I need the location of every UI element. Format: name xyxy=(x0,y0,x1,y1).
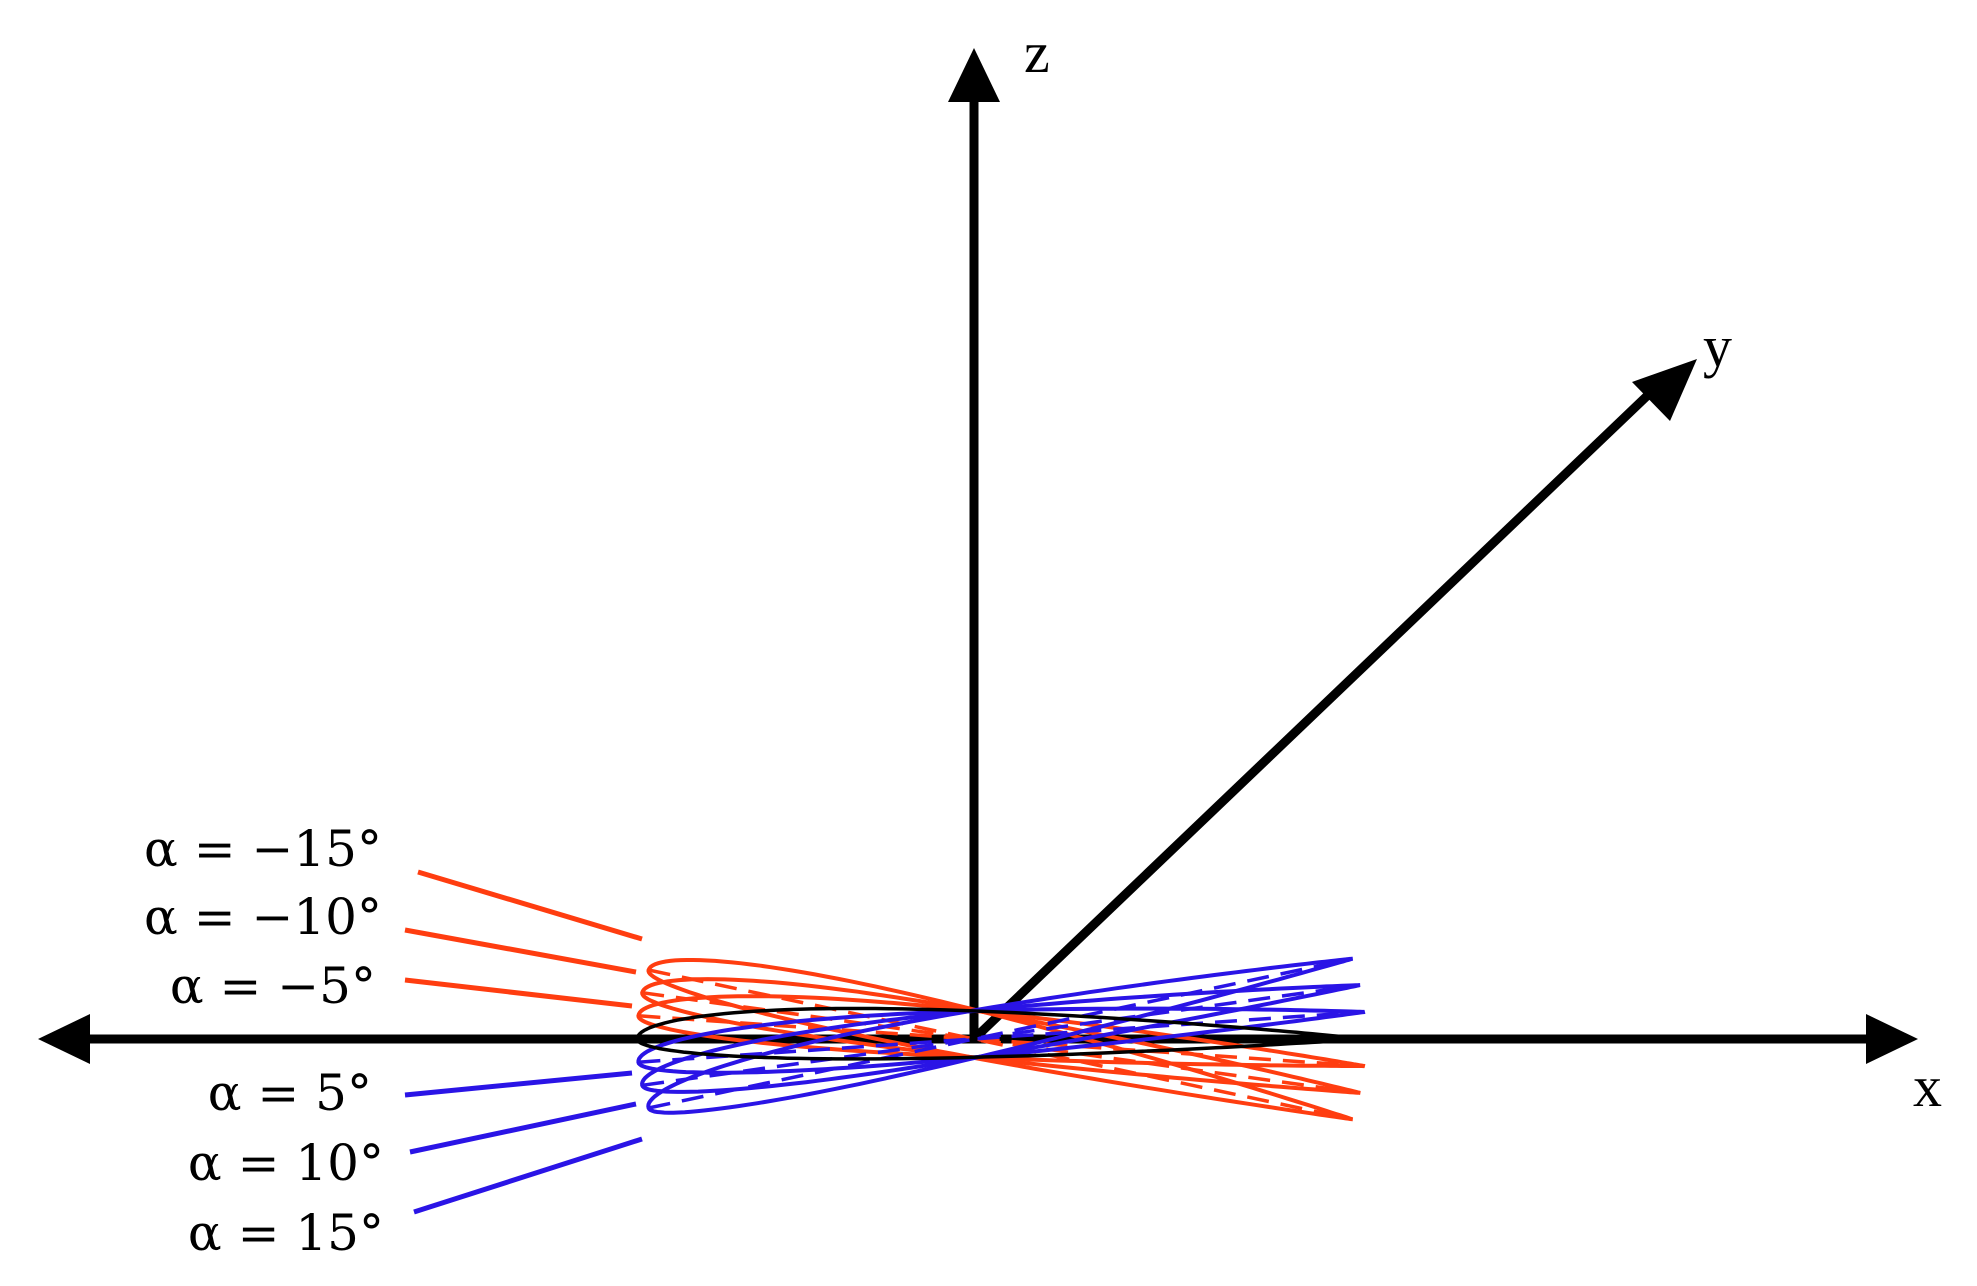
airfoil-profile-baseline xyxy=(635,1006,1366,1061)
angle-label-minus-5: α = −5° xyxy=(170,957,376,1015)
angle-label-minus-10: α = −10° xyxy=(144,888,382,946)
leader-line-minus-15 xyxy=(417,869,643,942)
leader-line-plus-15 xyxy=(413,1136,643,1215)
angle-labels: α = −15° α = −10° α = −5° α = 5° α = 10°… xyxy=(144,820,384,1262)
airfoil-profiles xyxy=(635,956,1366,1122)
x-axis-left-arrowhead xyxy=(38,1014,90,1064)
y-axis-line xyxy=(970,391,1652,1043)
z-axis-arrowhead xyxy=(948,48,1000,102)
leader-line-minus-5 xyxy=(404,977,633,1009)
leader-line-minus-10 xyxy=(404,927,637,975)
x-axis-right-arrowhead xyxy=(1866,1014,1918,1064)
leader-line-plus-10 xyxy=(409,1101,637,1155)
angle-label-minus-15: α = −15° xyxy=(144,820,382,878)
airfoil-profile-plus-10-chord-line xyxy=(641,983,1361,1088)
angle-label-plus-5: α = 5° xyxy=(208,1064,372,1122)
z-axis-label: z xyxy=(1024,20,1050,85)
label-leader-lines xyxy=(404,869,643,1215)
x-axis-label: x xyxy=(1913,1054,1942,1119)
angle-label-plus-10: α = 10° xyxy=(188,1134,384,1192)
leader-line-plus-5 xyxy=(404,1070,633,1098)
axes: z y x xyxy=(38,20,1942,1119)
airfoil-profile-plus-15-chord-line xyxy=(648,956,1354,1110)
y-axis-label: y xyxy=(1703,314,1732,379)
angle-label-plus-15: α = 15° xyxy=(188,1204,384,1262)
y-axis-arrowhead xyxy=(1632,359,1697,421)
